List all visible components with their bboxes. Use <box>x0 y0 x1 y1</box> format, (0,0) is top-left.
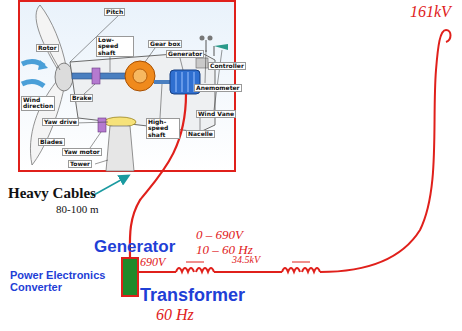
callout-title: Heavy Cables <box>8 186 96 202</box>
frequency-label: 60 Hz <box>156 307 194 324</box>
part-label: Generator <box>166 50 204 58</box>
voltage-range: 0 – 690V <box>196 228 243 242</box>
part-label: Blades <box>38 138 65 146</box>
part-label: Yaw motor <box>62 148 102 156</box>
part-label: Anemometer <box>194 84 242 92</box>
voltage-label: 690V <box>140 256 165 269</box>
part-label: Brake <box>70 94 93 102</box>
part-label: High-speed shaft <box>146 118 180 139</box>
part-label: Wind direction <box>21 96 55 111</box>
part-label: Nacelle <box>186 130 215 138</box>
component-name: Generator <box>94 238 175 256</box>
component-name: Transformer <box>140 286 245 305</box>
part-label: Controller <box>208 62 246 70</box>
part-label: Yaw drive <box>42 118 79 126</box>
part-label: Tower <box>68 160 92 168</box>
voltage-label: 161kV <box>410 4 451 21</box>
part-label: Gear box <box>148 40 182 48</box>
part-label: Low-speed shaft <box>96 36 134 57</box>
part-label: Wind Vane <box>196 110 236 118</box>
part-label: Rotor <box>36 44 59 52</box>
length-note: 80-100 m <box>56 204 98 216</box>
component-name: Power Electronics Converter <box>10 270 122 293</box>
voltage-label: 34.5kV <box>232 255 260 266</box>
part-label: Pitch <box>104 8 125 16</box>
